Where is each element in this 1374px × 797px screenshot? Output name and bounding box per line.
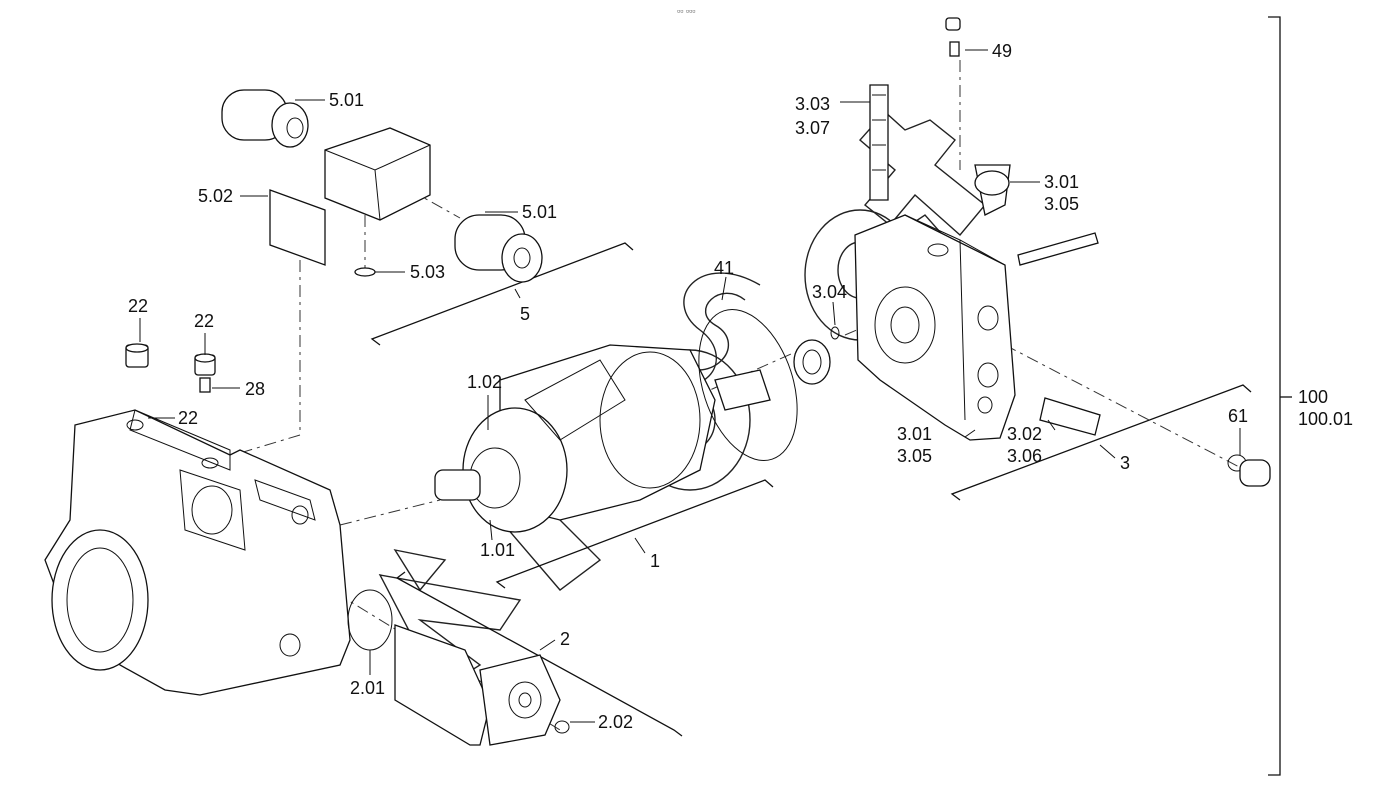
label-22-middle: 22 [194, 311, 214, 331]
label-3-05-bottom: 3.05 [897, 446, 932, 466]
label-22-left: 22 [128, 296, 148, 316]
label-49: 49 [992, 41, 1012, 61]
control-block-5 [221, 89, 543, 283]
pump-housing [44, 409, 351, 696]
top-marker: ▫▫ ▫▫▫ [677, 6, 695, 16]
label-5-02: 5.02 [198, 186, 233, 206]
label-100: 100 [1298, 387, 1328, 407]
part-labels: 49 3.03 3.07 5.01 3.01 3.05 5.02 5.01 5.… [128, 41, 1353, 732]
label-1-02: 1.02 [467, 372, 502, 392]
label-3: 3 [1120, 453, 1130, 473]
label-3-01-bottom: 3.01 [897, 424, 932, 444]
label-22-lower: 22 [178, 408, 198, 428]
label-2: 2 [560, 629, 570, 649]
port-plate-3 [854, 17, 1271, 487]
label-28: 28 [245, 379, 265, 399]
label-5-01-top: 5.01 [329, 90, 364, 110]
label-3-06: 3.06 [1007, 446, 1042, 466]
label-100-01: 100.01 [1298, 409, 1353, 429]
ring-seals [347, 309, 1247, 734]
label-2-01: 2.01 [350, 678, 385, 698]
leader-lines [139, 49, 1241, 723]
label-5-03: 5.03 [410, 262, 445, 282]
label-3-04: 3.04 [812, 282, 847, 302]
label-3-01-top: 3.01 [1044, 172, 1079, 192]
label-1-01: 1.01 [480, 540, 515, 560]
rotating-group-1 [434, 344, 771, 533]
label-5: 5 [520, 304, 530, 324]
group-brackets [370, 16, 1292, 776]
label-3-03: 3.03 [795, 94, 830, 114]
label-41: 41 [714, 258, 734, 278]
label-3-07: 3.07 [795, 118, 830, 138]
plugs-22-28 [125, 343, 216, 393]
label-61: 61 [1228, 406, 1248, 426]
cylinder-2 [394, 624, 561, 746]
label-5-01-bottom: 5.01 [522, 202, 557, 222]
label-1: 1 [650, 551, 660, 571]
label-3-05-top: 3.05 [1044, 194, 1079, 214]
label-2-02: 2.02 [598, 712, 633, 732]
label-3-02: 3.02 [1007, 424, 1042, 444]
